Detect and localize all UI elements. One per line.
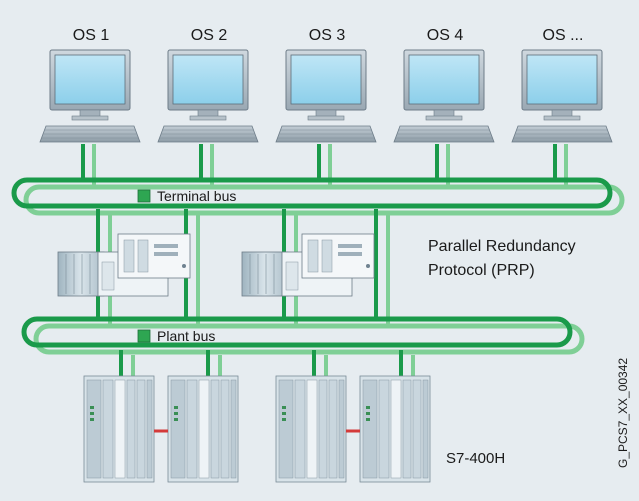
plant-bus-ring-dark [21, 316, 573, 348]
os-label-2: OS 2 [191, 27, 228, 44]
pc-workstation-icon [511, 49, 613, 143]
plant-bus-ring-light [33, 323, 585, 355]
plant-bus-legend-icon [137, 329, 151, 343]
prp-label-line-1: Parallel Redundancy [428, 238, 576, 255]
prp-label-line-2: Protocol (PRP) [428, 262, 535, 279]
pc-workstation-icon [39, 49, 141, 143]
pc-workstation-icon [275, 49, 377, 143]
terminal-bus [11, 177, 625, 216]
controller-label: S7-400H [446, 450, 505, 467]
s7-400h-controllers [83, 375, 431, 483]
prp-switches [57, 233, 375, 297]
network-switch-icon [57, 233, 191, 297]
plant-bus [21, 316, 585, 355]
plc-rack-icon [83, 375, 155, 483]
pc-workstation-icon [157, 49, 259, 143]
pc-workstation-icon [393, 49, 495, 143]
figure-id: G_PCS7_XX_00342 [616, 358, 630, 468]
terminal-bus-legend-icon [137, 189, 151, 203]
terminal-bus-ring-dark [11, 177, 613, 209]
plant-bus-label: Plant bus [157, 328, 215, 344]
terminal-bus-ring-light [23, 184, 625, 216]
os-label-3: OS 3 [309, 27, 346, 44]
os-label-more: OS ... [543, 27, 584, 44]
terminal-bus-label: Terminal bus [157, 188, 236, 204]
os-label-4: OS 4 [427, 27, 464, 44]
os-labels: OS 1 OS 2 OS 3 OS 4 OS ... [73, 27, 584, 44]
plc-rack-icon [359, 375, 431, 483]
plc-rack-icon [167, 375, 239, 483]
operator-stations [39, 49, 613, 143]
plc-rack-icon [275, 375, 347, 483]
os-label-1: OS 1 [73, 27, 110, 44]
network-switch-icon [241, 233, 375, 297]
